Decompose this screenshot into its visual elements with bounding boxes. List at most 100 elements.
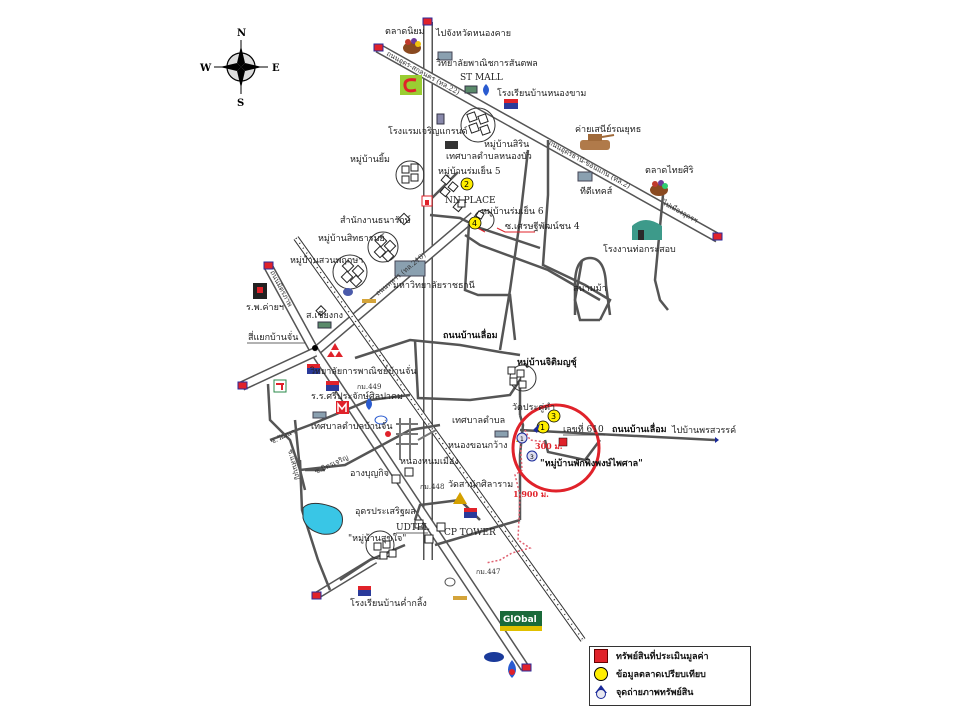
village-sitthirom [367, 231, 399, 263]
label-nongkhonkwang-1: เทศบาลตำบล [452, 415, 505, 426]
label-ban-chan-junction: สี่แยกบ้านจั่น [248, 330, 298, 343]
label-thanarat-office: สำนักงานธนารักษ์ [340, 214, 411, 226]
label-market-niyom: ตลาดนิยม [385, 26, 425, 37]
label-soi-sethi4: ซ.เศรษฐีพัฒน์ชน 4 [505, 220, 580, 232]
warehouse-icon [632, 220, 662, 240]
label-to-nongkhai: ไปจังหวัดหนองคาย [435, 28, 511, 39]
label-sipathum-school: ร.ร.ศรีประจักษ์ศิลปาคม [311, 390, 403, 402]
legend-label-subject: ทรัพย์สินที่ประเมินมูลค่า [616, 652, 709, 662]
compass-n: N [237, 28, 246, 39]
svg-text:1: 1 [540, 423, 545, 432]
label-km448: กม.448 [420, 483, 444, 491]
subject-property-marker [558, 437, 568, 447]
legend-item-subject: ทรัพย์สินที่ประเมินมูลค่า [590, 647, 750, 665]
label-kutkheng-school: โรงเรียนบ้านค่ำกลิ้ง [350, 596, 427, 609]
comparable-marker-2: 2 [460, 177, 474, 191]
highway-khonkaen-diagonal [310, 212, 530, 671]
comparable-marker-4: 4 [468, 216, 482, 230]
highway-southwest [313, 556, 378, 600]
label-moo-suanphutsa: หมู่บ้านสวนพฤกษา [290, 255, 363, 266]
market-thaisiri-basket-icon [650, 180, 668, 196]
label-wat-pradu: วัดประดู่ดำ [512, 402, 555, 413]
railway [293, 236, 586, 642]
label-banchan-municipality: เทศบาลตำบลบ้านจั่น [311, 419, 392, 432]
red-pointer-lines-2 [496, 227, 535, 233]
seven-eleven-icon [273, 379, 287, 393]
label-moo-yim: หมู่บ้านยิ้ม [350, 152, 390, 165]
label-moo-sirin: หมู่บ้านสิริน [484, 139, 529, 150]
label-soi-wattana: ซ.วัฒนา [269, 428, 296, 446]
svg-text:3: 3 [551, 412, 556, 421]
mitsubishi-icon [327, 343, 343, 357]
compass-rose: N S E W [199, 28, 280, 109]
label-udon-prachasongkroh: อุดรประเสริฐผล [355, 506, 416, 517]
legend-label-comparable: ข้อมูลตลาดเปรียบเทียบ [616, 670, 706, 680]
label-ban-lueam-road: ถนนบ้านเลื่อม [612, 422, 667, 435]
label-sampan-college: วิทยาลัยพาณิชการสันตพล [436, 58, 538, 69]
label-kaao-hospital: ร.พ.ค่ายฯ [246, 303, 284, 313]
route-path [485, 437, 532, 564]
ptt-station-icons [366, 84, 516, 678]
label-moo-sitthirom: หมู่บ้านสิทธารมย์ [318, 232, 385, 244]
village-romyen5 [439, 174, 464, 213]
label-ban-chan-road: ถนนบ้านเลื่อม [443, 328, 498, 341]
village-sukchai [365, 530, 397, 560]
tank-icon [580, 134, 615, 150]
tower-icon [421, 195, 433, 207]
label-chiangkong: ส.เชียงกง [306, 310, 343, 321]
arrow-east [715, 437, 719, 443]
hospital-icon [253, 283, 267, 299]
svg-text:4: 4 [472, 219, 477, 228]
label-to-ban-phon-sawan: ไปบ้านพรสวรรค์ [671, 424, 736, 436]
buildings-misc [315, 199, 466, 544]
svg-text:2: 2 [464, 180, 469, 189]
label-udtel: UDTEL [396, 523, 429, 533]
route-path-short [524, 429, 546, 443]
photo-point-2 [533, 423, 540, 433]
label-nn-place: NN PLACE [445, 196, 496, 206]
label-lane-610: เลขที่ 610 [563, 422, 604, 435]
label-km447: กม.447 [476, 568, 500, 576]
comparable-marker-3: 3 [547, 409, 561, 423]
label-moo-jiramet: หมู่บ้านจิติมญชุ์ [517, 356, 577, 368]
svg-text:3: 3 [530, 454, 534, 461]
label-race-track: สนามม้า [573, 283, 607, 294]
pond [302, 502, 343, 535]
village-sirin [460, 107, 496, 143]
label-moo-sukchai: "หมู่บ้านสุขใจ" [348, 533, 406, 544]
building-icons [312, 51, 593, 438]
label-dist-300: 300 ม. [535, 441, 563, 451]
label-nongkhonkwang-2: หนองขอนกว้าง [448, 440, 508, 451]
photo-point-1: 1 [516, 432, 528, 444]
label-moo-romyen5: หมู่บ้านร่มเย็น 5 [438, 164, 501, 177]
label-pipe-factory: โรงงานท่อกระสอบ [603, 244, 676, 255]
village-yim [395, 160, 425, 190]
label-thai-tank-camp: ค่ายเสนีย์รณยุทธ [575, 123, 641, 135]
label-moo-romyen6: หมู่บ้านร่มเย็น 6 [481, 204, 544, 217]
label-nongbua-municipality: เทศบาลตำบลหนองบัว [446, 151, 532, 162]
global-house-logo: GlObal [500, 611, 542, 631]
makro-logo-icon [336, 401, 349, 414]
label-charoenkan-hotel: โรงแรมเจริญแกรนด์ [388, 125, 468, 137]
label-wat-sanuk-wararam: วัดสานักศิลาราม [448, 479, 513, 490]
label-ban-chan-commercial: วิทยาลัยการพาณิชย์บ้านจั่น [310, 364, 417, 377]
label-ratchathani-univ: มหาวิทยาลัยราชธานี [393, 280, 475, 291]
road-end-markers [237, 17, 723, 672]
junction-dot [312, 345, 318, 351]
legend-item-comparable: ข้อมูลตลาดเปรียบเทียบ [590, 665, 750, 683]
village-suanphutsa [332, 254, 368, 290]
label-subject-village: "หมู่บ้านพักพิงพงษ์ไพศาล" [540, 457, 643, 469]
highway-west-lower [239, 347, 318, 391]
street-grid [396, 418, 437, 460]
market-basket-icon [403, 38, 421, 54]
compass-e: E [272, 63, 280, 74]
global-house-text: GlObal [503, 615, 537, 625]
label-st-mall: ST MALL [460, 73, 503, 83]
photo-point-icon [594, 685, 608, 699]
label-dist-1900: 1,900 ม. [513, 489, 549, 499]
compass-s: S [237, 98, 244, 109]
photo-point-3: 3 [526, 450, 538, 462]
label-market-thaisiri: ตลาดไทยศิริ [645, 165, 694, 176]
legend-label-photo: จุดถ่ายภาพทรัพย์สิน [616, 688, 694, 698]
